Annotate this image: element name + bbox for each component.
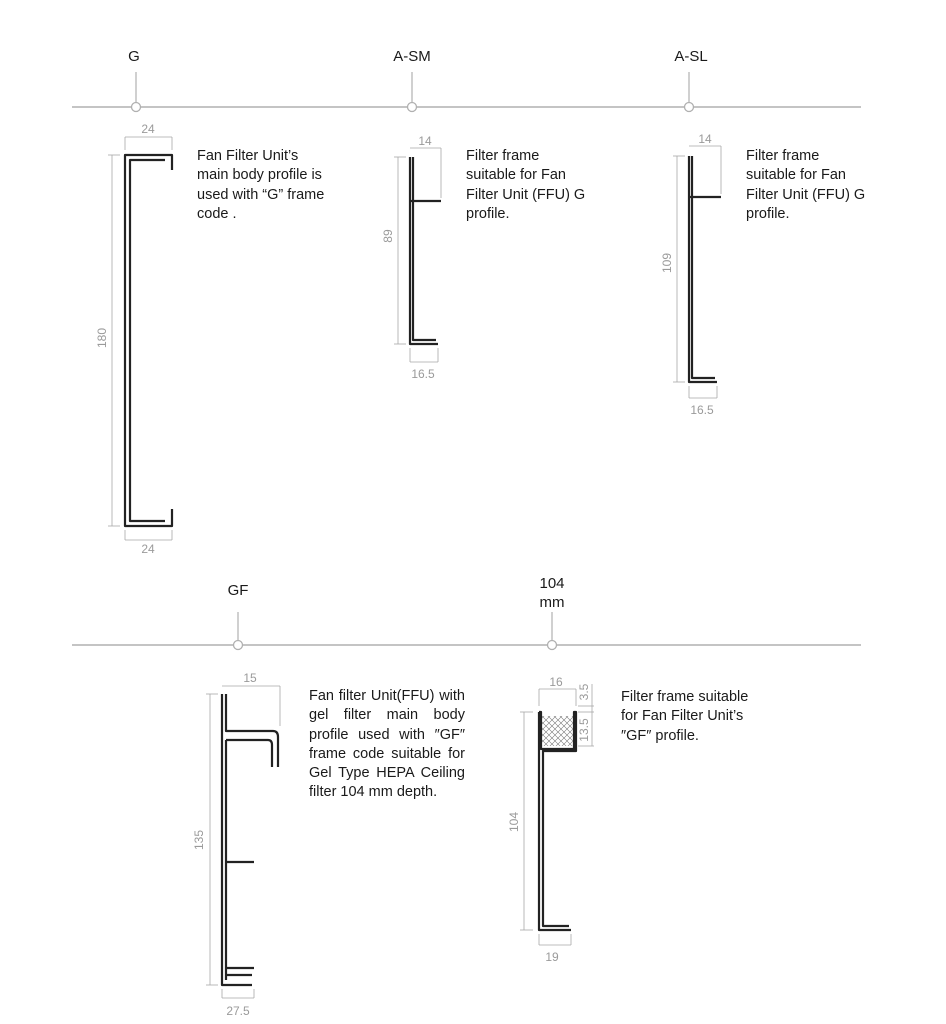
- g-dimensions: [108, 136, 173, 541]
- 104mm-dim-channel: 13.5: [577, 718, 591, 742]
- 104mm-dim-bottom: 19: [545, 950, 559, 964]
- a-sm-dim-top: 14: [418, 134, 432, 148]
- g-description: Fan Filter Unit’s main body profile is u…: [197, 148, 325, 222]
- a-sl-dim-top: 14: [698, 132, 712, 146]
- 104mm-description: Filter frame suitable for Fan Filter Uni…: [621, 689, 749, 744]
- a-sm-dim-height: 89: [381, 229, 395, 243]
- gf-dim-bottom: 27.5: [226, 1004, 250, 1018]
- a-sm-profile: [408, 157, 441, 346]
- gf-description: Fan filter Unit(FFU) with gel filter mai…: [309, 688, 465, 801]
- 104mm-dim-top: 16: [549, 675, 563, 689]
- g-dim-top: 24: [141, 122, 155, 136]
- a-sl-dim-bottom: 16.5: [690, 403, 714, 417]
- gf-node: [232, 639, 244, 651]
- a-sl-dim-height: 109: [660, 253, 674, 273]
- 104mm-dimensions: [520, 684, 594, 946]
- a-sl-dimensions: [673, 145, 722, 399]
- a-sl-description: Filter frame suitable for Fan Filter Uni…: [746, 148, 866, 222]
- gf-dimensions: [206, 685, 281, 999]
- gf-profile: [220, 694, 280, 987]
- a-sm-node: [406, 101, 418, 113]
- 104mm-dim-gap-top: 3.5: [577, 683, 591, 700]
- g-code-label: G: [128, 48, 140, 65]
- g-profile: [123, 153, 174, 528]
- a-sl-profile: [687, 156, 721, 384]
- gf-dim-top: 15: [243, 671, 257, 685]
- 104mm-node: [546, 639, 558, 651]
- a-sl-node: [683, 101, 695, 113]
- a-sm-dim-bottom: 16.5: [411, 367, 435, 381]
- g-dim-height: 180: [95, 328, 109, 348]
- a-sm-dimensions: [394, 147, 442, 363]
- 104mm-dim-height: 104: [507, 812, 521, 832]
- gf-dim-height: 135: [192, 830, 206, 850]
- 104mm-profile: [537, 710, 578, 932]
- a-sl-code-label: A-SL: [674, 48, 707, 65]
- 104mm-code-line1: 104: [539, 575, 564, 592]
- 104mm-code-line2: mm: [540, 594, 565, 611]
- a-sm-description: Filter frame suitable for Fan Filter Uni…: [466, 148, 586, 222]
- g-node: [130, 101, 142, 113]
- g-dim-bottom: 24: [141, 542, 155, 556]
- gf-code-label: GF: [228, 582, 249, 599]
- a-sm-code-label: A-SM: [393, 48, 431, 65]
